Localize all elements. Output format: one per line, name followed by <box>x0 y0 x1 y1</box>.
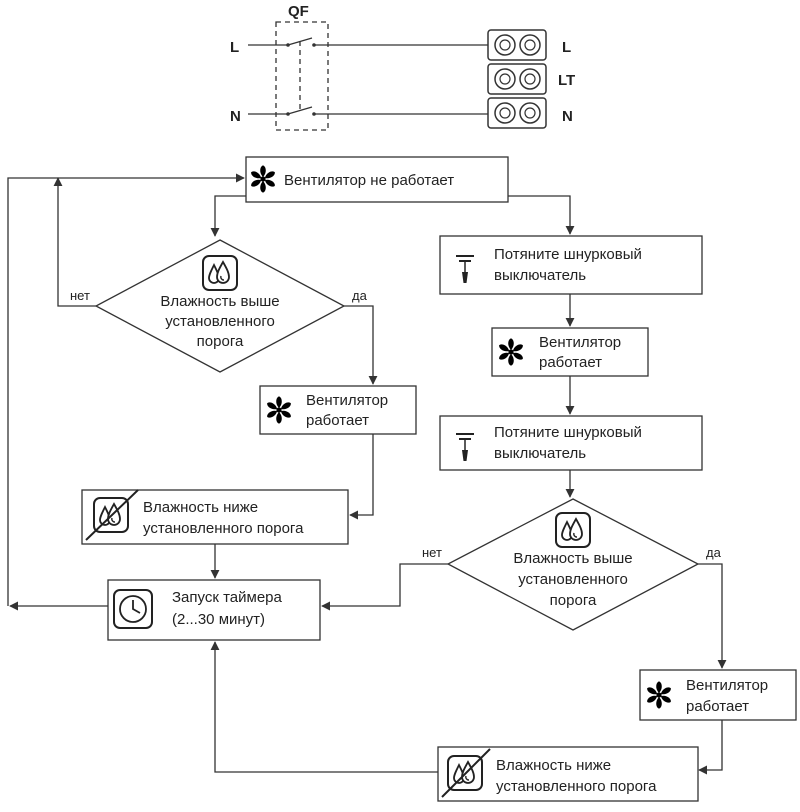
no-label-right: нет <box>422 545 442 560</box>
fan-on-right-2-line2: работает <box>686 698 749 715</box>
humidity-crossed-icon <box>441 748 491 798</box>
input-l-label: L <box>230 39 239 56</box>
fan-on-right-1-line2: работает <box>539 354 602 371</box>
humidity-crossed-icon <box>85 489 139 541</box>
start-label: Вентилятор не работает <box>284 172 454 189</box>
humidity-below-left-box: Влажность ниже установленного порога <box>81 489 349 545</box>
decision-right-line3: порога <box>550 592 597 609</box>
humidity-drops-icon <box>202 255 238 291</box>
humidity-drops-icon <box>555 512 591 548</box>
fan-on-right-1-line1: Вентилятор <box>539 334 621 351</box>
breaker-label: QF <box>288 3 309 20</box>
start-fan-off-box: Вентилятор не работает <box>245 156 509 203</box>
humidity-below-left-line2: установленного порога <box>143 520 304 537</box>
pull-cord-switch-icon <box>456 433 474 461</box>
pull-switch-2-line2: выключатель <box>494 445 586 462</box>
terminal-l-label: L <box>562 39 571 56</box>
pull-cord-switch-icon <box>456 255 474 283</box>
terminal-block <box>487 29 547 129</box>
humidity-below-right-line2: установленного порога <box>496 778 657 795</box>
switch-n-contact <box>287 106 313 115</box>
no-label-left: нет <box>70 288 90 303</box>
terminal-n-label: N <box>562 108 573 125</box>
pull-switch-2-line1: Потяните шнурковый <box>494 424 642 441</box>
fan-on-right-box-2: Вентилятор работает <box>639 669 797 721</box>
pull-switch-box-2: Потяните шнурковый выключатель <box>439 415 703 471</box>
fan-on-left-line2: работает <box>306 412 369 429</box>
fan-on-left-line1: Вентилятор <box>306 392 388 409</box>
pull-switch-box-1: Потяните шнурковый выключатель <box>439 235 703 295</box>
yes-label-right: да <box>706 545 722 560</box>
decision-humidity-above-left: Влажность выше установленного порога <box>94 239 346 373</box>
decision-left-line1: Влажность выше <box>160 293 279 310</box>
decision-left-line2: установленного <box>165 313 275 330</box>
clock-icon <box>113 589 153 629</box>
decision-humidity-above-right: Влажность выше установленного порога <box>446 498 700 631</box>
fan-on-right-box-1: Вентилятор работает <box>491 327 649 377</box>
timer-line2: (2...30 минут) <box>172 611 265 628</box>
humidity-below-right-box: Влажность ниже установленного порога <box>437 746 699 802</box>
flow-connectors <box>7 173 727 775</box>
timer-box: Запуск таймера (2...30 минут) <box>107 579 321 641</box>
terminal-lt-label: LT <box>558 72 575 89</box>
pull-switch-1-line2: выключатель <box>494 267 586 284</box>
decision-right-line1: Влажность выше <box>513 550 632 567</box>
fan-on-left-box: Вентилятор работает <box>259 385 417 435</box>
breaker-box <box>275 21 329 131</box>
timer-line1: Запуск таймера <box>172 589 283 606</box>
humidity-below-right-line1: Влажность ниже <box>496 757 611 774</box>
input-n-label: N <box>230 108 241 125</box>
decision-left-line3: порога <box>197 333 244 350</box>
pull-switch-1-line1: Потяните шнурковый <box>494 246 642 263</box>
yes-label-left: да <box>352 288 368 303</box>
humidity-below-left-line1: Влажность ниже <box>143 499 258 516</box>
decision-right-line2: установленного <box>518 571 628 588</box>
fan-on-right-2-line1: Вентилятор <box>686 677 768 694</box>
wiring-diagram: QF L N <box>230 3 575 131</box>
